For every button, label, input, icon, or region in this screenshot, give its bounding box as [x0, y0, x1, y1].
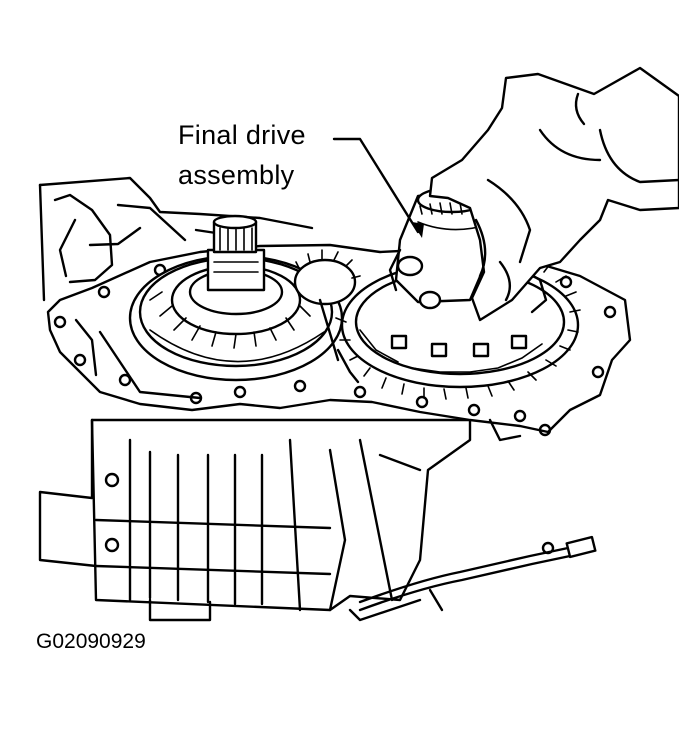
callout-label-line2: assembly	[178, 160, 295, 190]
idler-gear	[293, 249, 361, 362]
transmission-case	[38, 418, 472, 622]
figure-id: G02090929	[36, 630, 146, 653]
callout-label-line1: Final drive	[178, 120, 306, 150]
wire-harness	[358, 535, 597, 612]
callout-leader	[332, 137, 424, 238]
hand	[428, 66, 679, 322]
